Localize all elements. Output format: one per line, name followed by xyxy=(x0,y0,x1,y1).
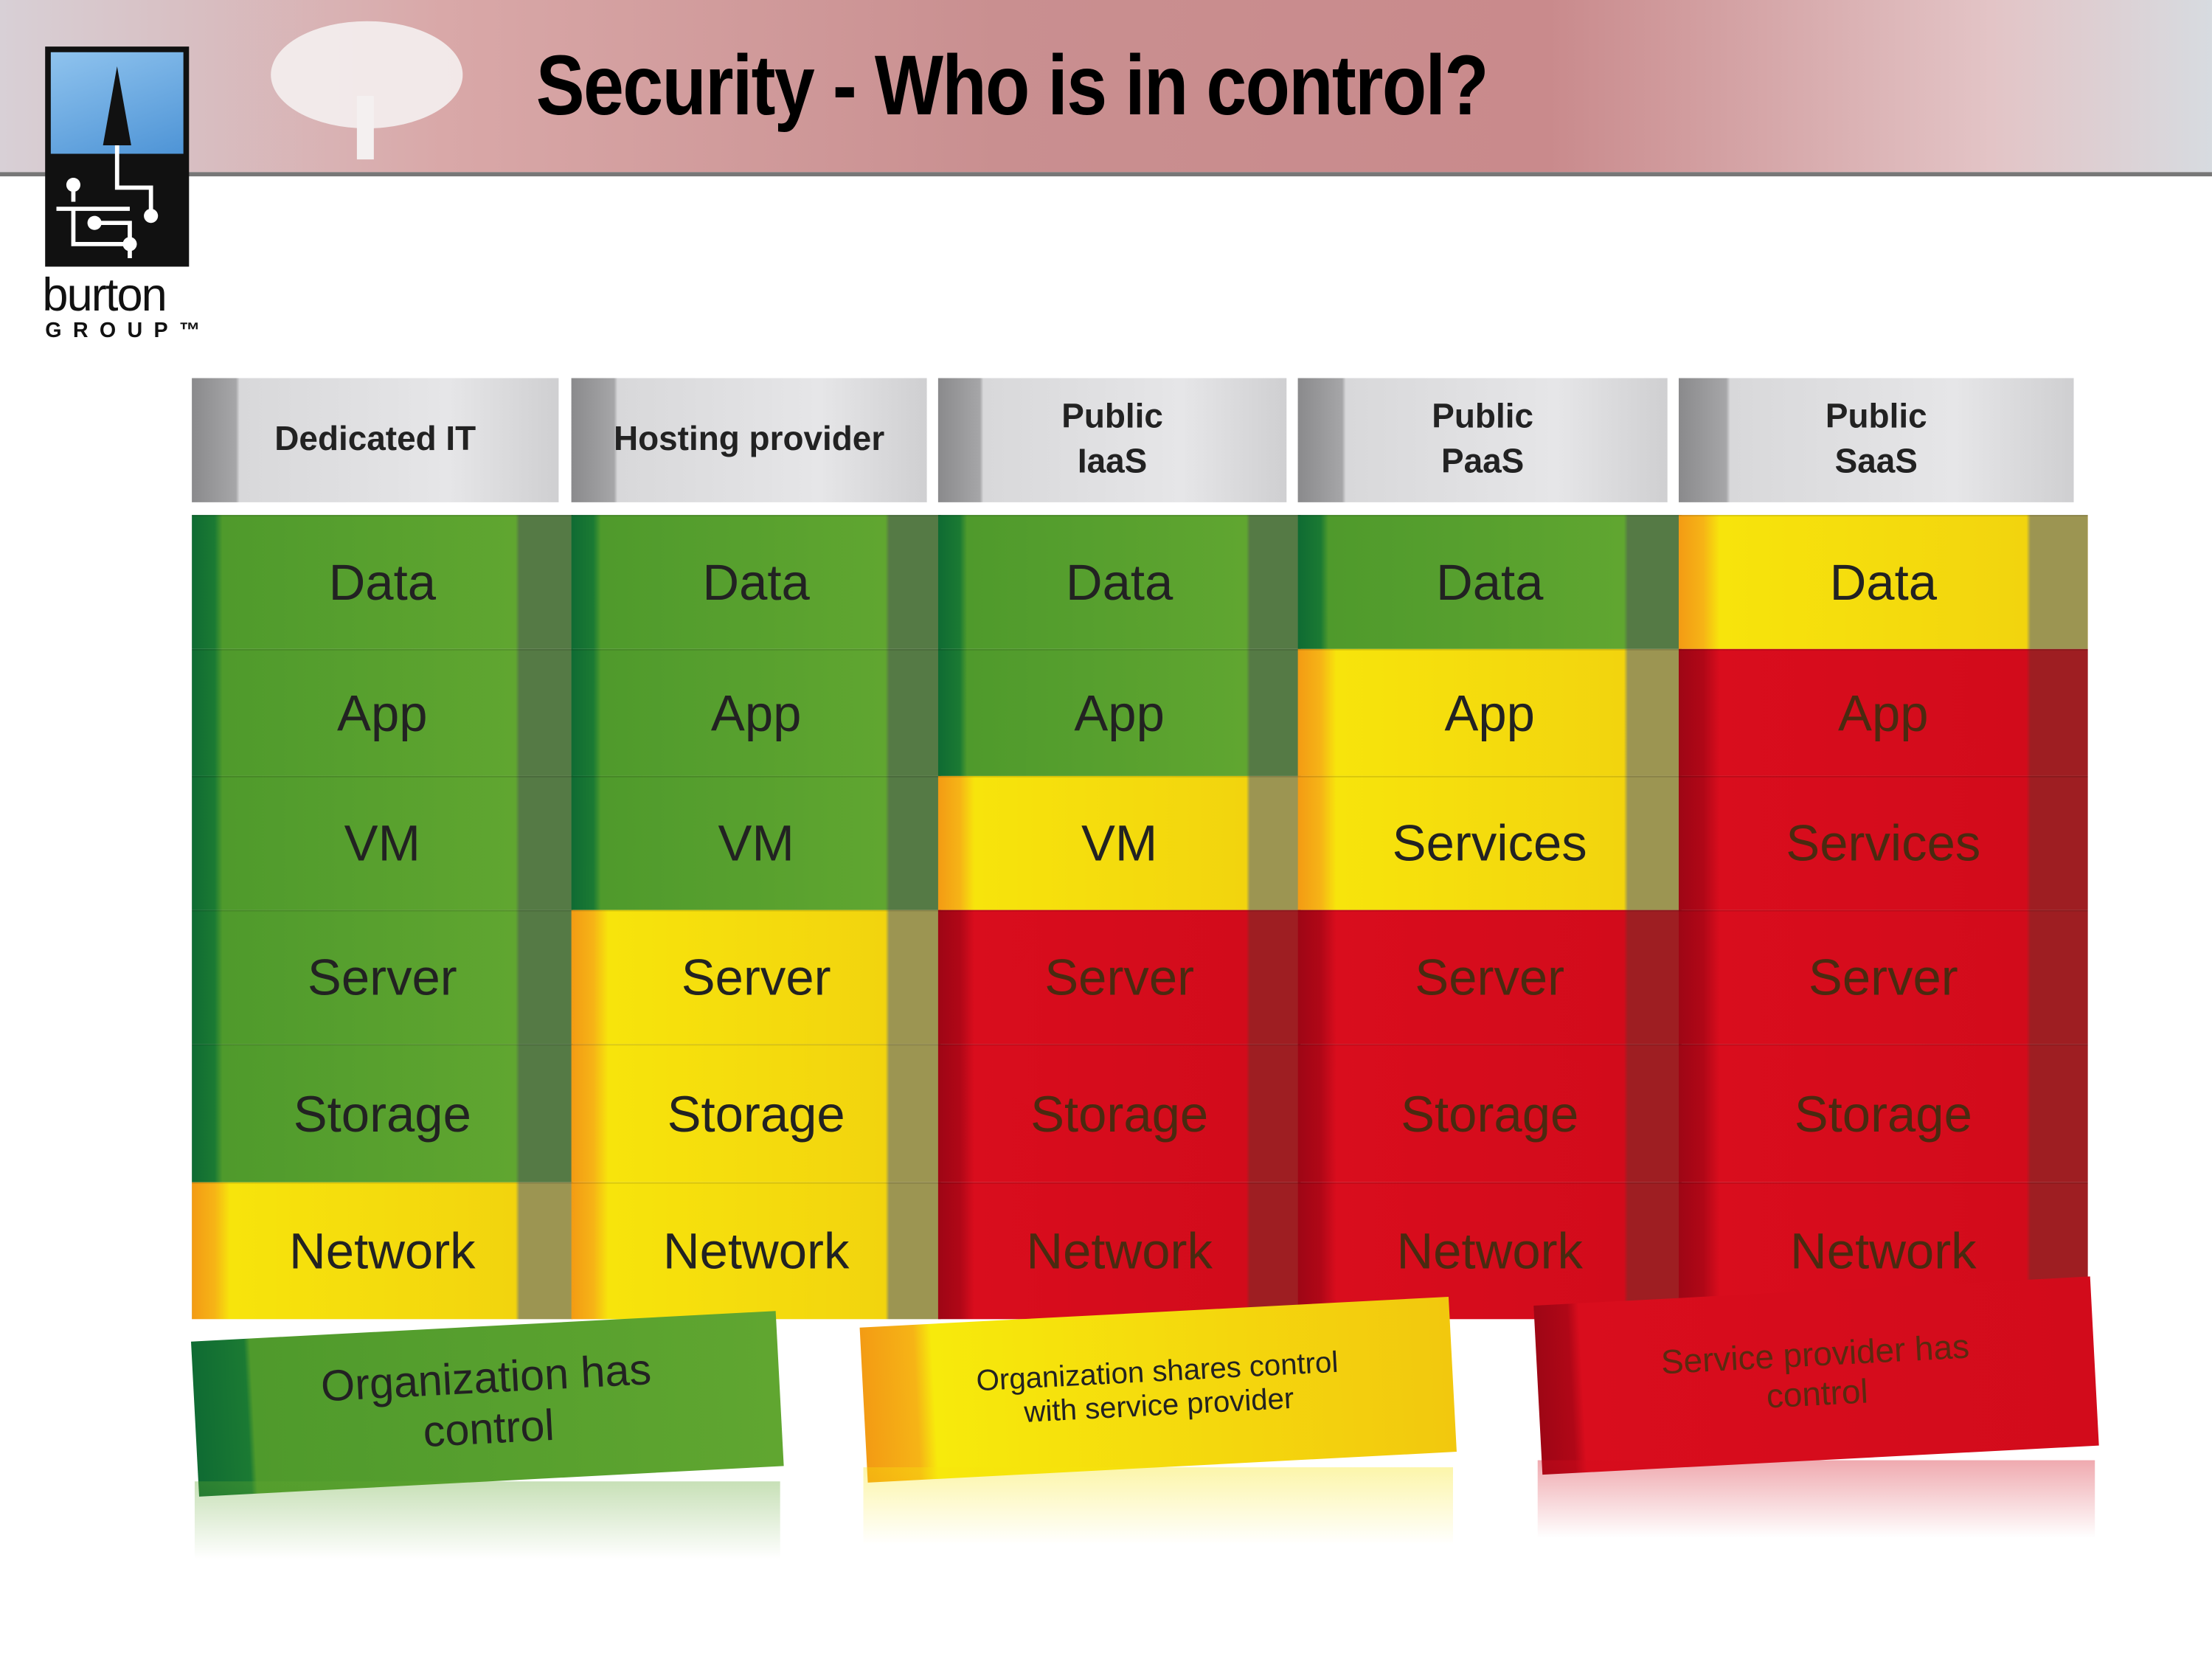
column-header: Public SaaS xyxy=(1678,378,2074,502)
page-title: Security - Who is in control? xyxy=(535,38,1489,133)
layer-label: Server xyxy=(681,948,831,1006)
layer-vm: VM xyxy=(571,775,941,910)
layer-label: Data xyxy=(1065,553,1173,612)
layer-network: Network xyxy=(192,1182,573,1320)
legend-reflection xyxy=(863,1467,1453,1545)
layer-label: VM xyxy=(718,814,794,872)
layer-label: Network xyxy=(289,1222,476,1280)
layer-data: Data xyxy=(937,515,1301,649)
legend-reflection xyxy=(1537,1460,2095,1538)
layer-label: App xyxy=(1074,683,1165,742)
layer-label: App xyxy=(337,683,428,742)
layer-network: Network xyxy=(1297,1182,1682,1320)
layer-app: App xyxy=(1297,648,1682,776)
layer-data: Data xyxy=(192,515,573,649)
layer-storage: Storage xyxy=(192,1044,573,1182)
logo-subtitle: GROUP™ xyxy=(45,319,212,343)
layer-app: App xyxy=(1678,648,2088,776)
layer-server: Server xyxy=(192,910,573,1045)
layer-storage: Storage xyxy=(937,1044,1301,1182)
layer-label: Network xyxy=(662,1222,850,1280)
legend-reflection xyxy=(194,1481,780,1559)
layer-server: Server xyxy=(937,910,1301,1045)
layer-label: App xyxy=(710,683,802,742)
column-header: Dedicated IT xyxy=(192,378,559,502)
layer-storage: Storage xyxy=(1678,1044,2088,1182)
layer-label: Data xyxy=(328,553,437,612)
layer-services: Services xyxy=(1297,775,1682,910)
column-header: Public IaaS xyxy=(937,378,1287,502)
layer-data: Data xyxy=(1297,515,1682,649)
logo-wordmark: burton xyxy=(42,268,167,321)
layer-services: Services xyxy=(1678,775,2088,910)
column-header: Hosting provider xyxy=(571,378,927,502)
layer-app: App xyxy=(571,648,941,776)
layer-app: App xyxy=(937,648,1301,776)
layer-vm: VM xyxy=(192,775,573,910)
layer-server: Server xyxy=(571,910,941,1045)
layer-label: Server xyxy=(307,948,457,1006)
layer-label: Storage xyxy=(293,1084,471,1143)
layer-data: Data xyxy=(571,515,941,649)
tree-icon xyxy=(271,21,463,160)
layer-label: VM xyxy=(1081,814,1158,872)
layer-label: Storage xyxy=(1030,1084,1209,1143)
layer-label: Network xyxy=(1026,1222,1213,1280)
legend-organization-control: Organization has control xyxy=(190,1311,784,1497)
layer-label: Services xyxy=(1392,814,1587,872)
layer-label: Network xyxy=(1790,1222,1977,1280)
layer-app: App xyxy=(192,648,573,776)
header-banner xyxy=(0,0,2212,177)
legend-shared-control: Organization shares control with service… xyxy=(859,1296,1457,1483)
layer-label: Server xyxy=(1044,948,1195,1006)
layer-label: Data xyxy=(1829,553,1938,612)
layer-vm: VM xyxy=(937,775,1301,910)
layer-label: App xyxy=(1838,683,1929,742)
layer-label: Server xyxy=(1415,948,1565,1006)
layer-network: Network xyxy=(937,1182,1301,1320)
burton-group-logo xyxy=(45,46,190,267)
layer-network: Network xyxy=(571,1182,941,1320)
column-header: Public PaaS xyxy=(1297,378,1668,502)
layer-server: Server xyxy=(1678,910,2088,1045)
layer-label: App xyxy=(1444,683,1535,742)
layer-label: Storage xyxy=(667,1084,845,1143)
layer-label: Services xyxy=(1786,814,1981,872)
legend-provider-control: Service provider has control xyxy=(1533,1276,2099,1475)
layer-label: Data xyxy=(702,553,810,612)
layer-storage: Storage xyxy=(1297,1044,1682,1182)
layer-data: Data xyxy=(1678,515,2088,649)
layer-label: Server xyxy=(1808,948,1958,1006)
layer-label: Network xyxy=(1396,1222,1583,1280)
layer-server: Server xyxy=(1297,910,1682,1045)
layer-storage: Storage xyxy=(571,1044,941,1182)
layer-label: Storage xyxy=(1794,1084,1972,1143)
layer-label: Storage xyxy=(1401,1084,1579,1143)
layer-label: Data xyxy=(1435,553,1544,612)
layer-label: VM xyxy=(344,814,420,872)
